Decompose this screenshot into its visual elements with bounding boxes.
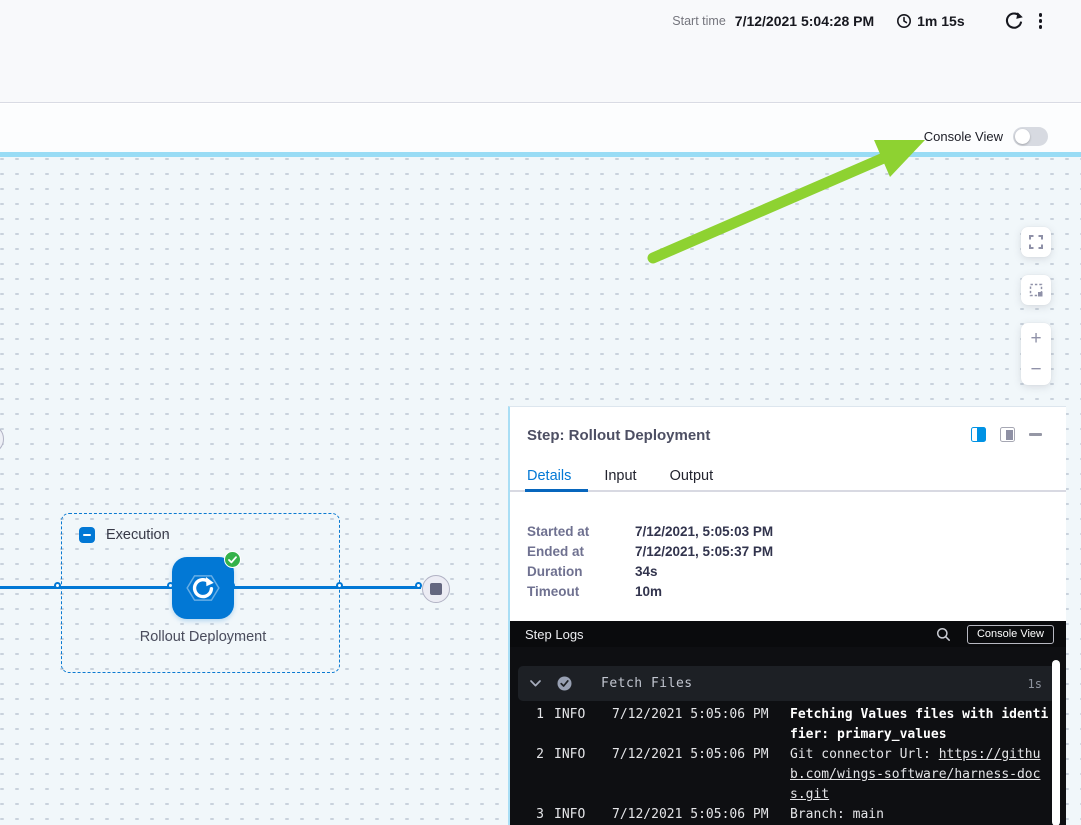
log-line: 3 INFO 7/12/2021 5:05:06 PM Branch: main [510,805,1066,825]
tab-divider [510,490,1066,492]
log-level: INFO [554,807,586,822]
detail-label: Started at [527,523,590,539]
toggle-knob [1015,129,1030,144]
start-time-value: 7/12/2021 5:04:28 PM [734,13,875,29]
split-view-right-icon[interactable] [1000,427,1015,442]
header-right-group: Start time 7/12/2021 5:04:28 PM 1m 15s [672,9,1042,33]
detail-row-timeout: Timeout 10m [527,581,773,601]
log-level: INFO [554,747,586,762]
logs-console-view-button[interactable]: Console View [966,624,1054,644]
minimize-panel-icon[interactable] [1029,433,1042,436]
elapsed-time-value: 1m 15s [917,13,965,29]
detail-row-duration: Duration 34s [527,561,773,581]
execution-group-label: Execution [106,527,170,543]
minus-icon: − [1030,359,1042,380]
log-section-duration: 1s [1027,676,1042,691]
elapsed-time-group: 1m 15s [896,13,965,29]
view-toolbar: Console View [0,104,1081,152]
log-line: 1 INFO 7/12/2021 5:05:06 PM Fetching Val… [510,705,1066,745]
logs-scrollbar[interactable] [1052,660,1060,825]
selection-button[interactable] [1021,275,1051,305]
log-line-number: 1 [536,707,544,722]
plus-icon: + [1030,328,1042,349]
tab-details[interactable]: Details [527,468,572,484]
log-line: 2 INFO 7/12/2021 5:05:06 PM Git connecto… [510,745,1066,805]
log-lines: 1 INFO 7/12/2021 5:05:06 PM Fetching Val… [510,705,1066,825]
port-dot [415,582,422,589]
rollout-deployment-node[interactable] [172,557,234,619]
log-timestamp: 7/12/2021 5:05:06 PM [612,807,769,822]
tab-output[interactable]: Output [669,468,714,484]
log-message-prefix: Git connector Url: [790,747,939,762]
execution-group: Execution [61,513,340,673]
pipeline-end-node[interactable] [422,575,450,603]
console-view-toggle[interactable] [1013,127,1048,146]
step-details-list: Started at 7/12/2021, 5:05:03 PM Ended a… [527,521,773,601]
step-logs-header: Step Logs Console View [510,621,1066,647]
active-tab-underline [525,489,588,492]
chevron-down-icon [530,680,541,687]
collapse-group-icon[interactable] [79,527,95,543]
top-header: Start time 7/12/2021 5:04:28 PM 1m 15s [0,0,1081,103]
section-success-check-icon [557,676,572,691]
panel-layout-controls [971,427,1042,442]
step-logs-title: Step Logs [525,626,584,642]
more-options-icon[interactable] [1038,13,1042,29]
stop-icon [430,583,442,595]
log-message: Git connector Url: https://github.com/wi… [790,745,1049,805]
step-logs-body: Fetch Files 1s 1 INFO 7/12/2021 5:05:06 … [510,647,1066,825]
port-dot [336,582,343,589]
log-message: Fetching Values files with identifier: p… [790,707,1049,742]
zoom-controls: + − [1021,323,1051,385]
log-line-number: 2 [536,747,544,762]
console-view-label: Console View [923,129,1003,144]
rollout-step-icon [184,569,222,607]
detail-label: Duration [527,563,583,579]
detail-row-started-at: Started at 7/12/2021, 5:05:03 PM [527,521,773,541]
detail-value: 34s [635,563,658,579]
canvas-top-divider [0,152,1081,157]
log-line-number: 3 [536,807,544,822]
zoom-in-button[interactable]: + [1021,323,1051,354]
step-panel-tabs: Details Input Output [527,468,713,484]
port-dot [54,582,61,589]
log-section-fetch-files[interactable]: Fetch Files 1s [518,666,1056,701]
git-connector-link[interactable]: https://github.com/wings-software/harnes… [790,747,1041,802]
refresh-icon[interactable] [1003,10,1025,32]
tab-input[interactable]: Input [604,468,637,484]
detail-value: 10m [635,583,663,599]
clock-icon [896,13,912,29]
detail-row-ended-at: Ended at 7/12/2021, 5:05:37 PM [527,541,773,561]
marquee-select-icon [1029,283,1044,298]
detail-value: 7/12/2021, 5:05:03 PM [635,523,774,539]
rollout-deployment-node-label: Rollout Deployment [139,629,267,645]
console-view-control: Console View [924,127,1048,146]
search-icon[interactable] [936,627,951,642]
success-check-icon [224,551,241,568]
start-time-label: Start time [672,14,726,28]
log-timestamp: 7/12/2021 5:05:06 PM [612,747,769,762]
log-message: Branch: main [790,807,884,822]
split-view-left-icon[interactable] [971,427,986,442]
log-section-name: Fetch Files [601,676,693,691]
fullscreen-icon [1029,235,1043,249]
zoom-out-button[interactable]: − [1021,354,1051,385]
log-timestamp: 7/12/2021 5:05:06 PM [612,707,769,722]
detail-label: Ended at [527,543,585,559]
log-level: INFO [554,707,586,722]
fullscreen-button[interactable] [1021,227,1051,257]
detail-value: 7/12/2021, 5:05:37 PM [635,543,774,559]
detail-label: Timeout [527,583,580,599]
step-panel-title: Step: Rollout Deployment [527,427,711,444]
logs-header-actions: Console View [936,624,1054,644]
